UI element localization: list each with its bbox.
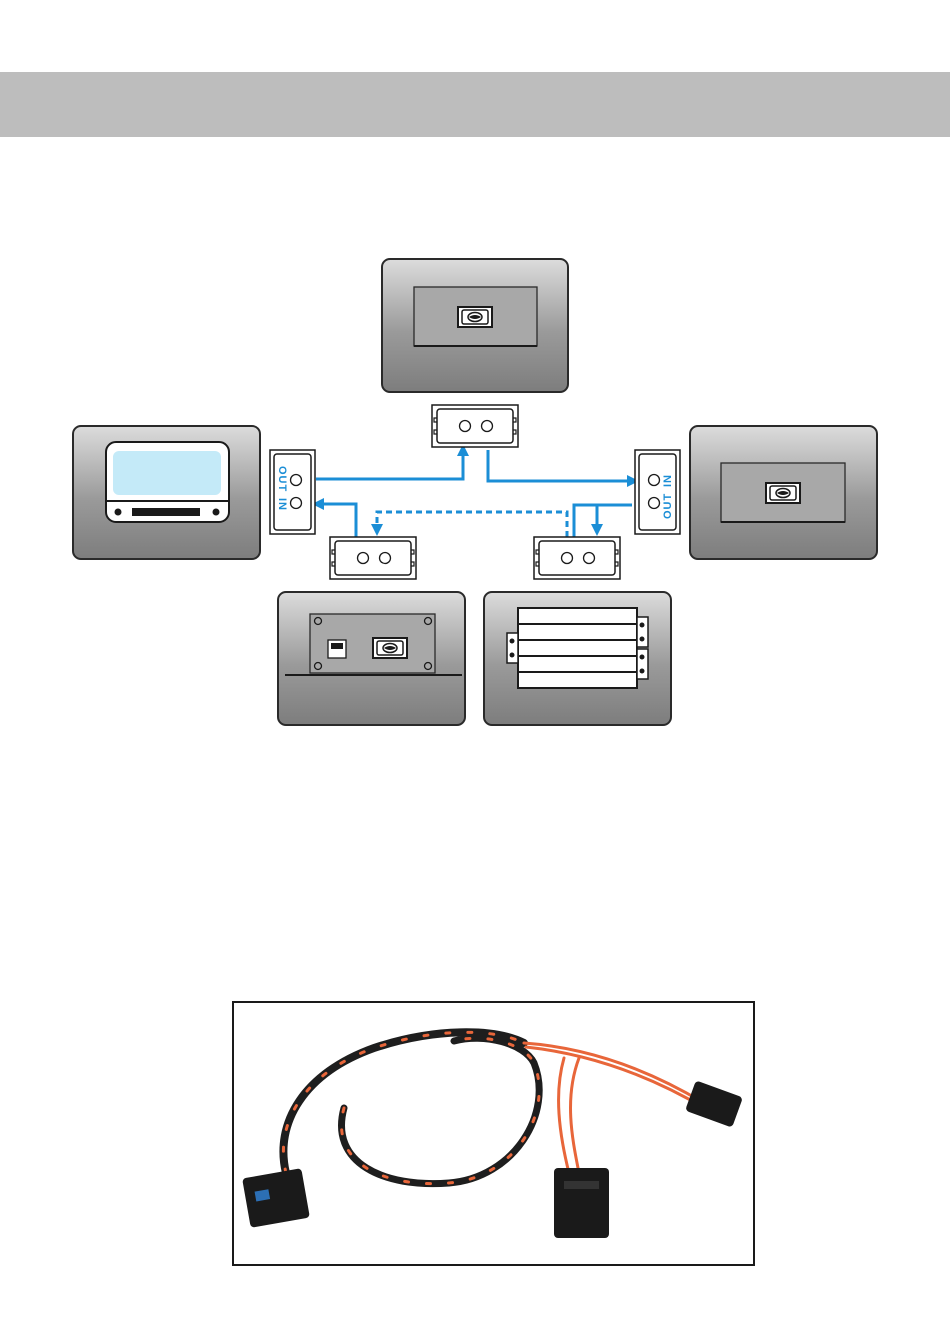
bottom-left-connector	[330, 537, 416, 579]
header-band	[0, 72, 950, 137]
fiber-socket-icon	[373, 638, 407, 658]
out-label: OUT	[276, 466, 288, 492]
right-connector: OUT IN	[635, 450, 680, 534]
fiber-socket-icon	[766, 483, 800, 503]
top-connector	[432, 405, 518, 447]
head-unit	[73, 426, 260, 559]
in-label: IN	[662, 474, 674, 487]
top-module	[382, 259, 568, 392]
cable-photo-frame	[232, 1001, 755, 1266]
fiber-socket-icon	[458, 307, 492, 327]
right-plug-icon	[685, 1080, 743, 1127]
fiber-optic-adapter-cable-icon	[234, 1003, 753, 1264]
bottom-right-amplifier	[484, 592, 671, 725]
bottom-right-connector	[534, 537, 620, 579]
heatsink-icon	[507, 608, 648, 688]
left-connector: OUT IN	[270, 450, 315, 534]
out-label: OUT	[662, 493, 674, 519]
signal-lines	[316, 450, 633, 537]
right-module	[690, 426, 877, 559]
left-plug-icon	[242, 1168, 310, 1228]
bottom-left-module	[278, 592, 465, 725]
middle-plug-icon	[554, 1168, 609, 1238]
in-label: IN	[276, 498, 288, 511]
ring-diagram: OUT IN OUT IN	[0, 250, 950, 740]
